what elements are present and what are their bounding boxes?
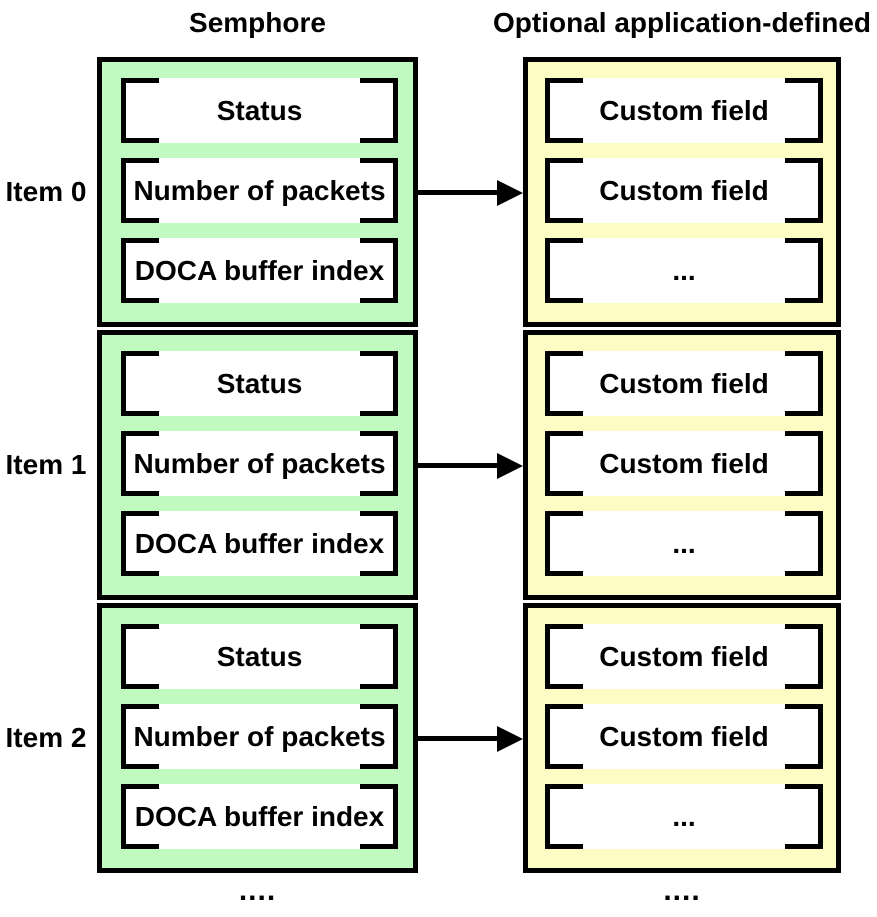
item-2-semaphore-field-packets: Number of packets	[121, 704, 398, 769]
item-0-custom-field-1: Custom field	[545, 78, 823, 143]
item-2-custom-field-2: Custom field	[545, 704, 823, 769]
item-2-label: Item 2	[5, 722, 87, 753]
item-1-arrow-head-icon	[497, 453, 523, 479]
item-0-semaphore-field-buffer-index: DOCA buffer index	[121, 238, 398, 303]
semaphore-column-title: Semphore	[189, 7, 326, 38]
item-1-semaphore-field-buffer-index: DOCA buffer index	[121, 511, 398, 576]
item-0-arrow-head-icon	[497, 180, 523, 206]
item-0-custom-block: Custom field Custom field ...	[523, 57, 841, 327]
item-0-semaphore-field-packets: Number of packets	[121, 158, 398, 223]
item-2-semaphore-field-buffer-index: DOCA buffer index	[121, 784, 398, 849]
item-2-arrow-line	[417, 736, 499, 741]
item-2-custom-field-ellipsis: ...	[545, 784, 823, 849]
item-1-semaphore-field-packets: Number of packets	[121, 431, 398, 496]
item-0-custom-field-2: Custom field	[545, 158, 823, 223]
item-2-semaphore-block: Status Number of packets DOCA buffer ind…	[97, 603, 418, 873]
item-0-semaphore-block: Status Number of packets DOCA buffer ind…	[97, 57, 418, 327]
semaphore-column-ellipsis: ....	[238, 874, 277, 907]
custom-column-ellipsis: ....	[663, 874, 701, 907]
item-1-label: Item 1	[5, 449, 87, 480]
item-1-semaphore-field-status: Status	[121, 351, 398, 416]
item-0-custom-field-ellipsis: ...	[545, 238, 823, 303]
item-0-semaphore-field-status: Status	[121, 78, 398, 143]
item-1-custom-field-ellipsis: ...	[545, 511, 823, 576]
item-1-custom-block: Custom field Custom field ...	[523, 330, 841, 600]
item-2-custom-block: Custom field Custom field ...	[523, 603, 841, 873]
item-1-custom-field-2: Custom field	[545, 431, 823, 496]
item-0-arrow-line	[417, 190, 499, 195]
custom-column-title: Optional application-defined	[493, 7, 871, 38]
item-1-semaphore-block: Status Number of packets DOCA buffer ind…	[97, 330, 418, 600]
item-2-custom-field-1: Custom field	[545, 624, 823, 689]
item-2-semaphore-field-status: Status	[121, 624, 398, 689]
item-2-arrow-head-icon	[497, 726, 523, 752]
item-1-arrow-line	[417, 463, 499, 468]
item-0-label: Item 0	[5, 176, 87, 207]
item-1-custom-field-1: Custom field	[545, 351, 823, 416]
